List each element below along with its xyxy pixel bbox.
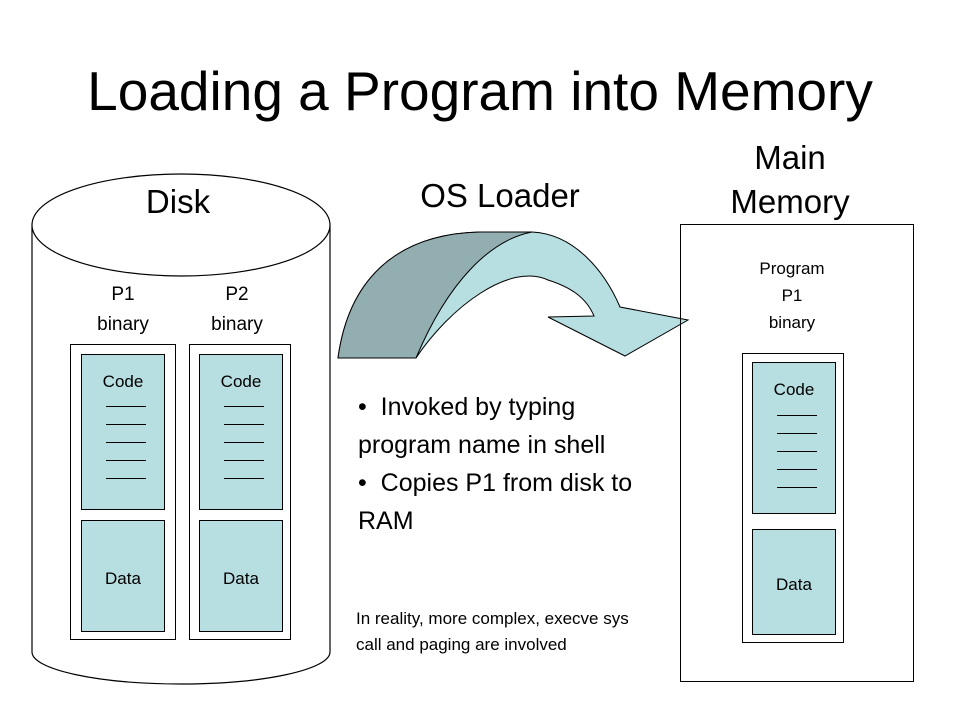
loader-arrow [337,231,690,359]
disk-p2-label: P2 binary [184,280,290,340]
disk-p2-label-line2: binary [211,314,263,335]
code-line [106,406,146,407]
memory-program-label: Program P1 binary [709,255,875,336]
code-line [106,478,146,479]
code-line [106,460,146,461]
main-memory-label: Main Memory [700,136,880,224]
loader-note: In reality, more complex, execve sys cal… [356,609,629,654]
disk-p1-code-segment: Code [81,354,165,510]
code-line [777,433,817,434]
page-title: Loading a Program into Memory [87,60,873,122]
code-line [224,460,264,461]
loader-bullet-list: • Invoked by typing program name in shel… [358,388,658,540]
code-line [224,442,264,443]
bullet-item: • Copies P1 from disk to RAM [358,464,658,540]
code-line [777,469,817,470]
code-line [224,406,264,407]
disk-p1-data-segment: Data [81,520,165,632]
memory-data-label: Data [776,575,812,594]
code-line [777,451,817,452]
code-line [106,424,146,425]
code-line [224,478,264,479]
memory-data-segment: Data [752,529,836,635]
disk-p1-binary: Code Data [70,344,176,640]
disk-p1-label: P1 binary [70,280,176,340]
disk-p1-label-line1: P1 [111,284,135,305]
memory-code-label: Code [773,380,815,399]
bullet-dot: • [358,393,381,421]
main-memory-label-line2: Memory [730,183,850,220]
bullet-item: • Invoked by typing program name in shel… [358,388,658,464]
code-line [224,424,264,425]
memory-code-segment: Code [752,362,836,514]
disk-p1-label-line2: binary [97,314,149,335]
code-line [777,487,817,488]
memory-p1-binary: Code Data [742,353,844,643]
main-memory-box: Program P1 binary Code Data [680,224,914,682]
code-line [106,442,146,443]
disk-p2-code-label: Code [220,372,262,391]
disk-p2-code-segment: Code [199,354,283,510]
disk-p2-data-segment: Data [199,520,283,632]
memory-program-label-line3: binary [768,313,816,332]
disk-p1-code-label: Code [102,372,144,391]
disk-label: Disk [145,183,211,220]
disk-p2-data-label: Data [223,569,259,588]
disk-p2-binary: Code Data [189,344,291,640]
disk-p2-label-line1: P2 [225,284,249,305]
memory-program-label-line1: Program [759,259,825,278]
code-line [777,415,817,416]
bullet-text: Copies P1 from disk to RAM [358,469,633,535]
main-memory-label-line1: Main [754,139,826,176]
memory-program-label-line2: P1 [781,286,803,305]
arrow-shadow [337,231,533,359]
bullet-text: Invoked by typing program name in shell [358,393,606,459]
disk-p1-data-label: Data [105,569,141,588]
bullet-dot: • [358,469,381,497]
os-loader-label: OS Loader [420,177,580,214]
